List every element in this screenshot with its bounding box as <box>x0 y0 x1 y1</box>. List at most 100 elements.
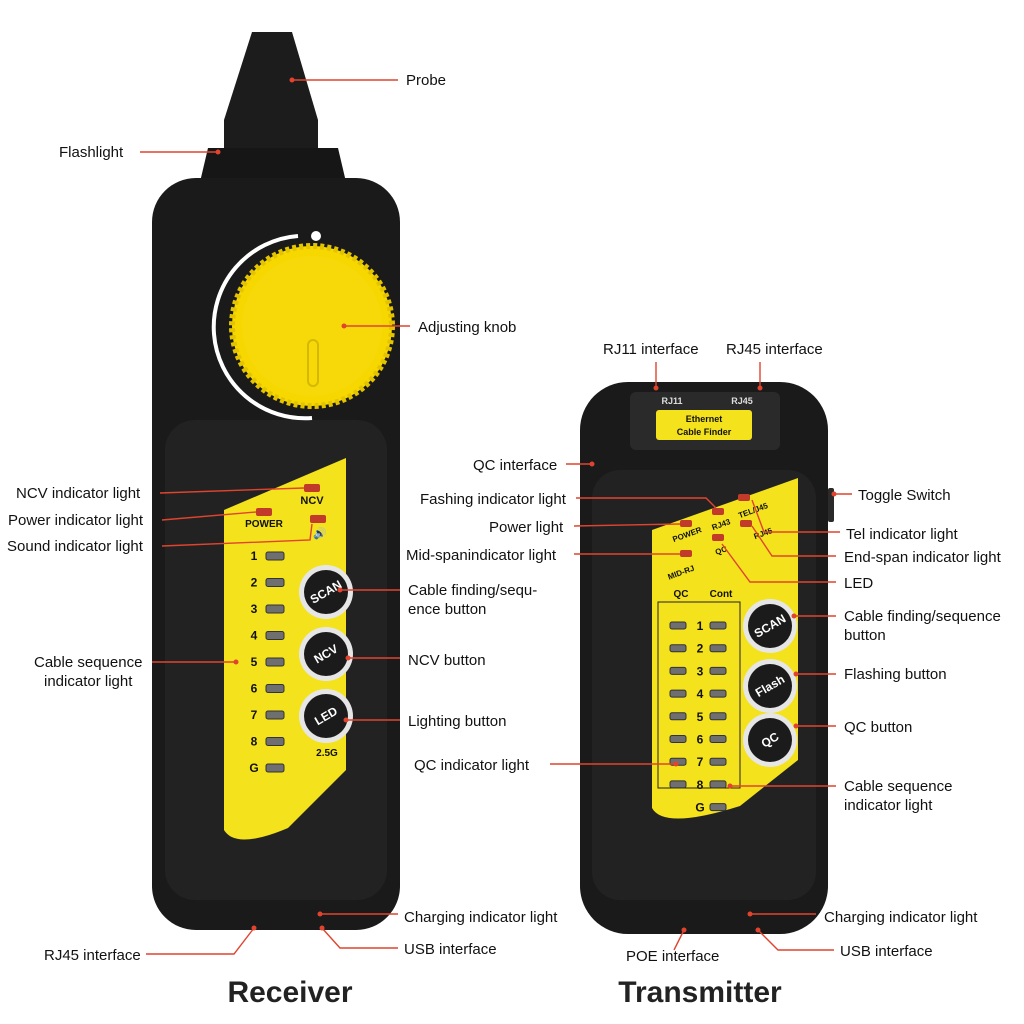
label-flashing-button: Flashing button <box>844 666 947 683</box>
label-tx-cable-finding-l1: Cable finding/sequence <box>844 608 1001 625</box>
adjusting-knob-grip <box>307 339 319 387</box>
led-button[interactable]: LED <box>299 689 353 743</box>
transmitter-col-qc: QC <box>674 589 689 600</box>
label-qc-interface: QC interface <box>473 457 557 474</box>
transmitter-seq-number: 2 <box>697 642 704 656</box>
receiver-speed-text: 2.5G <box>316 748 338 759</box>
transmitter-cont-seq-led <box>709 689 727 698</box>
label-tx-cable-sequence-l1: Cable sequence <box>844 778 952 795</box>
label-usb-interface: USB interface <box>404 941 497 958</box>
label-qc-button: QC button <box>844 719 912 736</box>
transmitter-qc-seq-led <box>669 666 687 675</box>
transmitter-seq-number: 4 <box>697 687 704 701</box>
transmitter-seq-number: 6 <box>697 733 704 747</box>
transmitter-screen <box>656 410 752 440</box>
transmitter-screen-line2: Cable Finder <box>677 427 732 437</box>
receiver-seq-number: 8 <box>251 735 258 749</box>
transmitter-qc-seq-led <box>669 735 687 743</box>
transmitter-cont-seq-led <box>709 735 727 743</box>
label-cable-sequence-l1: Cable sequence <box>34 654 142 671</box>
receiver-seq-number: G <box>249 761 258 775</box>
label-power-indicator: Power indicator light <box>8 512 144 529</box>
label-endspan-indicator: End-span indicator light <box>844 549 1002 566</box>
label-flashlight: Flashlight <box>59 144 124 161</box>
transmitter-cont-seq-led <box>709 803 727 812</box>
transmitter-cont-seq-led <box>709 644 727 653</box>
transmitter-screen-line1: Ethernet <box>686 414 723 424</box>
label-lighting-button: Lighting button <box>408 713 506 730</box>
title-transmitter: Transmitter <box>618 976 782 1009</box>
receiver-ncv-text: NCV <box>300 495 324 507</box>
label-tx-usb-interface: USB interface <box>840 943 933 960</box>
transmitter-qc-seq-led <box>669 689 687 698</box>
transmitter-col-cont: Cont <box>710 589 733 600</box>
receiver-seq-led <box>265 604 285 614</box>
receiver-seq-number: 5 <box>251 655 258 669</box>
label-tx-cable-finding-l2: button <box>844 627 886 644</box>
label-sound-indicator: Sound indicator light <box>7 538 144 555</box>
label-cable-finding-l1: Cable finding/sequ- <box>408 582 537 599</box>
sound-icon: 🔊 <box>313 526 327 540</box>
label-led: LED <box>844 575 873 592</box>
label-qc-indicator: QC indicator light <box>414 757 530 774</box>
transmitter-seq-number: 1 <box>697 619 704 633</box>
ncv-button[interactable]: NCV <box>299 627 353 681</box>
scan-button[interactable]: SCAN <box>299 565 353 619</box>
label-ncv-button: NCV button <box>408 652 486 669</box>
transmitter-seq-frame <box>657 601 741 789</box>
qc-button[interactable]: QC <box>743 713 797 767</box>
tx-scan-button[interactable]: SCAN <box>743 599 797 653</box>
label-toggle-switch: Toggle Switch <box>858 487 951 504</box>
transmitter-qc-seq-led <box>669 780 687 789</box>
receiver-seq-number: 6 <box>251 682 258 696</box>
receiver-power-text: POWER <box>245 519 284 530</box>
transmitter-cont-seq-led <box>709 780 727 789</box>
transmitter-cont-seq-led <box>709 621 727 630</box>
label-flashing-indicator: Fashing indicator light <box>420 491 567 508</box>
label-poe-interface: POE interface <box>626 948 719 965</box>
transmitter-callouts: RJ11 interface RJ45 interface QC interfa… <box>406 341 1002 965</box>
label-probe: Probe <box>406 72 446 89</box>
receiver-seq-led <box>265 710 285 720</box>
receiver-seq-number: 7 <box>251 708 258 722</box>
receiver-seq-led <box>265 657 285 667</box>
transmitter-seq-number: 7 <box>697 755 704 769</box>
receiver-callouts: Probe Flashlight Adjusting knob NCV indi… <box>7 72 679 964</box>
receiver-seq-number: 1 <box>251 549 258 563</box>
toggle-switch[interactable] <box>828 488 834 522</box>
receiver-seq-led <box>265 737 285 746</box>
label-midspan-indicator: Mid-spanindicator light <box>406 547 557 564</box>
transmitter-device: RJ11 RJ45 Ethernet Cable Finder POWER RJ… <box>580 382 834 934</box>
transmitter-power-led <box>680 520 692 527</box>
transmitter-tel-led <box>738 494 750 501</box>
receiver-power-led <box>256 508 272 516</box>
receiver-probe <box>224 32 318 152</box>
transmitter-midspan-led <box>680 550 692 557</box>
transmitter-seq-number: 5 <box>697 710 704 724</box>
label-charging-indicator: Charging indicator light <box>404 909 558 926</box>
label-rj45-interface: RJ45 interface <box>44 947 141 964</box>
transmitter-cont-seq-led <box>709 712 727 721</box>
receiver-knob-dot <box>311 231 321 241</box>
receiver-seq-led <box>265 578 285 587</box>
transmitter-seq-number: G <box>695 801 704 815</box>
transmitter-seq-number: 3 <box>697 664 704 678</box>
transmitter-qc-led <box>712 534 724 541</box>
receiver-seq-led <box>265 551 285 561</box>
label-adjusting-knob: Adjusting knob <box>418 319 516 336</box>
receiver-seq-number: 2 <box>251 576 258 590</box>
receiver-ncv-led <box>304 484 320 492</box>
receiver-seq-led <box>265 631 285 640</box>
transmitter-sequence-leds: 1 2 3 4 5 6 7 8G <box>669 619 727 815</box>
receiver-seq-led <box>265 763 285 773</box>
flash-button[interactable]: Flash <box>743 659 797 713</box>
label-power-light: Power light <box>489 519 564 536</box>
transmitter-cont-seq-led <box>709 666 727 675</box>
label-tx-charging-indicator: Charging indicator light <box>824 909 978 926</box>
label-tel-indicator: Tel indicator light <box>846 526 959 543</box>
transmitter-seq-number: 8 <box>697 778 704 792</box>
label-tx-cable-sequence-l2: indicator light <box>844 797 933 814</box>
transmitter-flash-led <box>712 508 724 515</box>
